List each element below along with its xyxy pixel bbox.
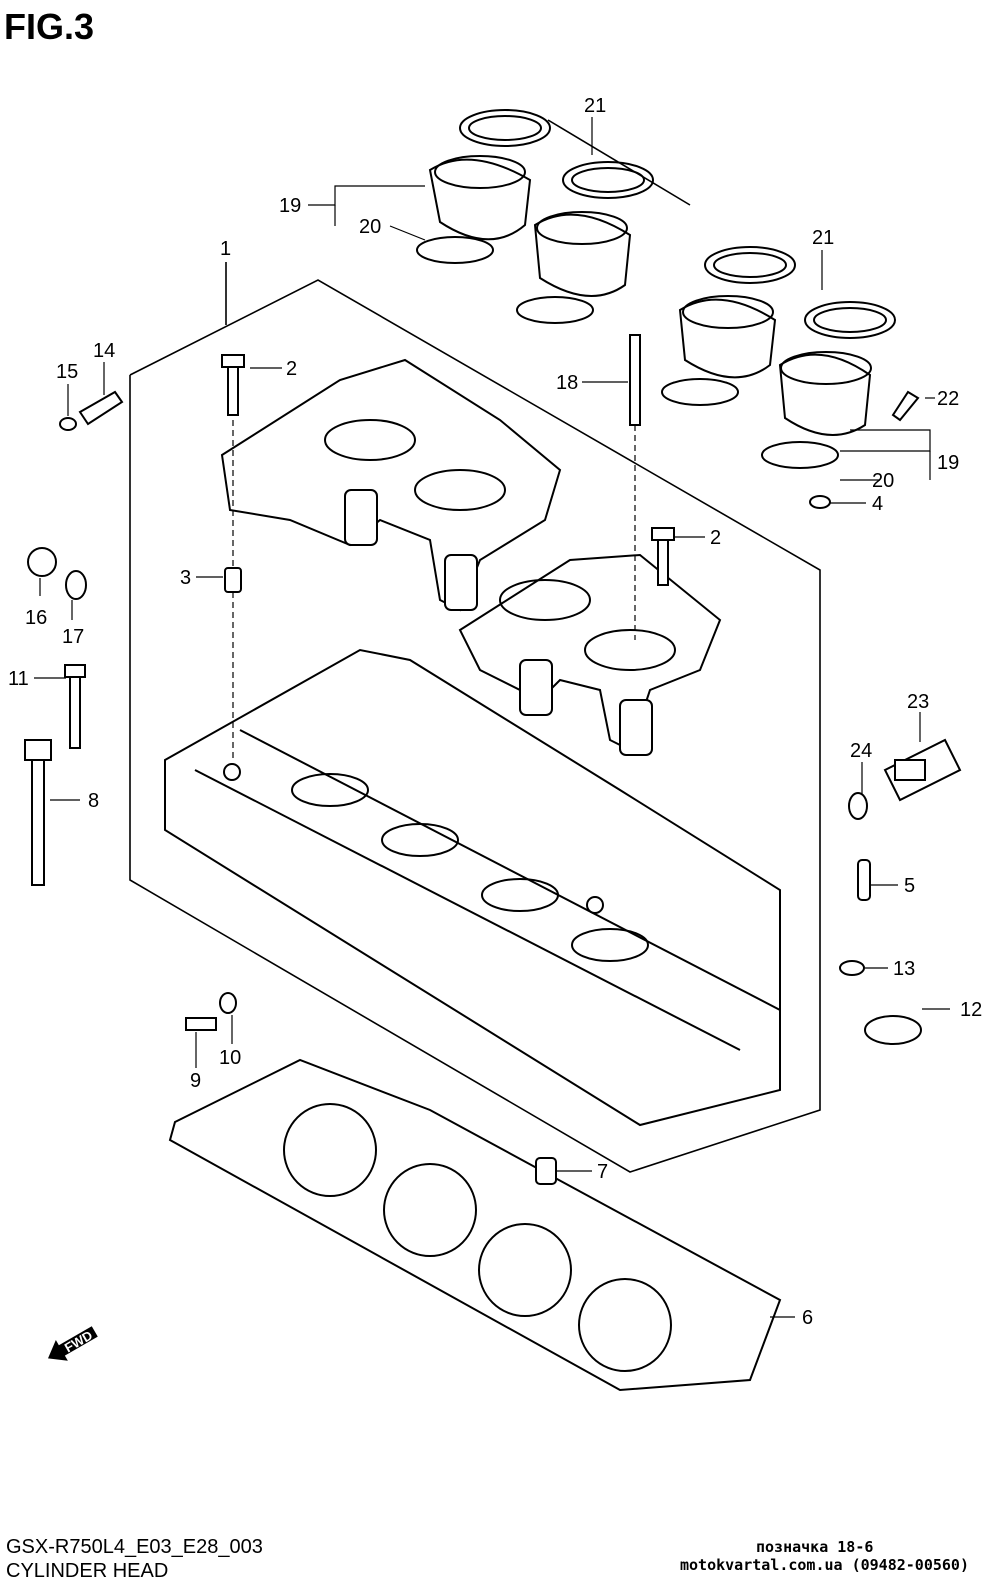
intake-manifold-left (220, 358, 562, 612)
callout-17: 17 (62, 626, 84, 648)
callout-11: 11 (8, 668, 29, 690)
callout-19: 19 (279, 195, 301, 217)
callout-20: 20 (359, 216, 381, 238)
callout-18: 18 (556, 372, 578, 394)
callout-6: 6 (802, 1307, 813, 1329)
callout-15: 15 (56, 361, 78, 383)
callout-2: 2 (286, 358, 297, 380)
section-name: CYLINDER HEAD (6, 1560, 169, 1582)
watermark-line-2: motokvartal.com.ua (09482-00560) (680, 1556, 969, 1574)
callout-13: 13 (893, 958, 915, 980)
assembly-outline (129, 262, 821, 1173)
callout-14: 14 (93, 340, 115, 362)
head-gasket (168, 1058, 782, 1392)
callout-2: 2 (710, 527, 721, 549)
callout-24: 24 (850, 740, 872, 762)
callout-5: 5 (904, 875, 915, 897)
callout-21: 21 (584, 95, 606, 117)
callout-labels: 21 19 20 21 1 14 15 2 18 22 20 19 4 2 16… (8, 95, 982, 1329)
intake-boot-group-top (416, 109, 691, 324)
callout-21: 21 (812, 227, 834, 249)
callout-19: 19 (937, 452, 959, 474)
callout-9: 9 (190, 1070, 201, 1092)
callout-22: 22 (937, 388, 959, 410)
watermark-line-1: позначка 18-6 (756, 1538, 874, 1556)
callout-23: 23 (907, 691, 929, 713)
callout-8: 8 (88, 790, 99, 812)
figure-title: FIG.3 (4, 6, 95, 47)
cylinder-head-body (164, 648, 781, 1127)
model-code: GSX-R750L4_E03_E28_003 (6, 1536, 263, 1558)
intake-manifold-right (458, 553, 722, 756)
fwd-arrow-icon: FWD (48, 1326, 98, 1361)
callout-3: 3 (180, 567, 191, 589)
intake-boot-group-right (661, 246, 920, 469)
callout-16: 16 (25, 607, 47, 629)
callout-7: 7 (597, 1161, 608, 1183)
callout-1: 1 (220, 238, 231, 260)
callout-20: 20 (872, 470, 894, 492)
callout-10: 10 (219, 1047, 241, 1069)
small-parts (24, 334, 962, 1185)
callout-4: 4 (872, 493, 883, 515)
callout-12: 12 (960, 999, 982, 1021)
leader-lines (34, 117, 950, 1318)
